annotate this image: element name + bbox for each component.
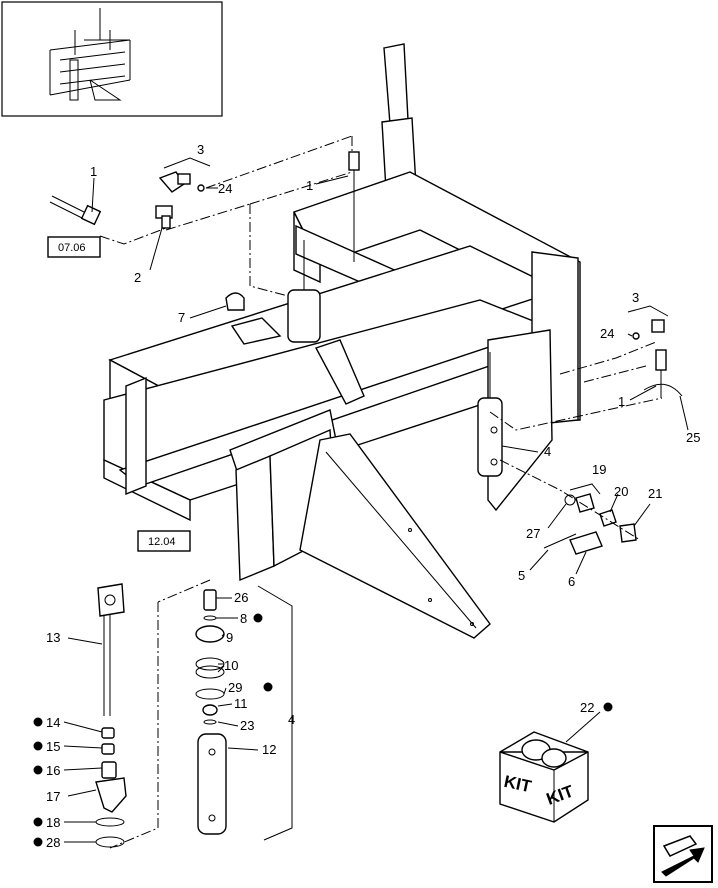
leader-lines [63,175,689,843]
callout-24b: 24 [600,326,614,341]
callout-1b: 1 [306,178,313,193]
section-ref-12-04[interactable]: 12.04 [148,536,176,548]
callout-4a: 4 [544,444,551,459]
next-page-arrow-icon[interactable] [653,825,713,883]
section-ref-07-06[interactable]: 07.06 [58,242,86,254]
callout-13: 13 [46,630,60,645]
callout-26: 26 [234,590,248,605]
filled-dot-markers [33,613,613,847]
marker-dot-8 [253,613,263,623]
callout-6: 6 [568,574,575,589]
callout-14: 14 [46,715,60,730]
main-frame-assembly [103,43,581,639]
callout-1c: 1 [618,394,625,409]
hardware-right [137,305,683,555]
callout-16: 16 [46,763,60,778]
callout-25: 25 [686,430,700,445]
marker-dot-28 [33,837,43,847]
callout-29: 29 [228,680,242,695]
marker-dot-29 [263,682,273,692]
assembly-center-lines [99,135,663,849]
callout-28: 28 [46,835,60,850]
callout-2: 2 [134,270,141,285]
callout-7: 7 [178,310,185,325]
overview-inset [1,1,223,117]
callout-27: 27 [526,526,540,541]
marker-dot-16 [33,765,43,775]
callout-4b: 4 [288,712,295,727]
callout-11: 11 [234,696,248,711]
callout-labels: 1 2 3 24 1 7 3 24 1 25 4 19 20 21 27 5 6… [46,142,700,850]
marker-dot-14 [33,717,43,727]
callout-24a: 24 [218,181,232,196]
callout-22: 22 [580,700,594,715]
callout-12: 12 [262,742,276,757]
callout-19: 19 [592,462,606,477]
callout-10: 10 [224,658,238,673]
callout-17: 17 [46,789,60,804]
callout-1a: 1 [90,164,97,179]
callout-15: 15 [46,739,60,754]
marker-dot-18 [33,817,43,827]
callout-9: 9 [226,630,233,645]
callout-3b: 3 [632,290,639,305]
callout-20: 20 [614,484,628,499]
callout-3a: 3 [197,142,204,157]
cylinder-rod-exploded [95,583,127,848]
callout-8: 8 [240,611,247,626]
hardware-upper-left [47,151,360,311]
marker-dot-22 [603,702,613,712]
seal-kit-box [499,731,589,823]
marker-dot-15 [33,741,43,751]
callout-23: 23 [240,718,254,733]
callout-18: 18 [46,815,60,830]
callout-21: 21 [648,486,662,501]
callout-5: 5 [518,568,525,583]
